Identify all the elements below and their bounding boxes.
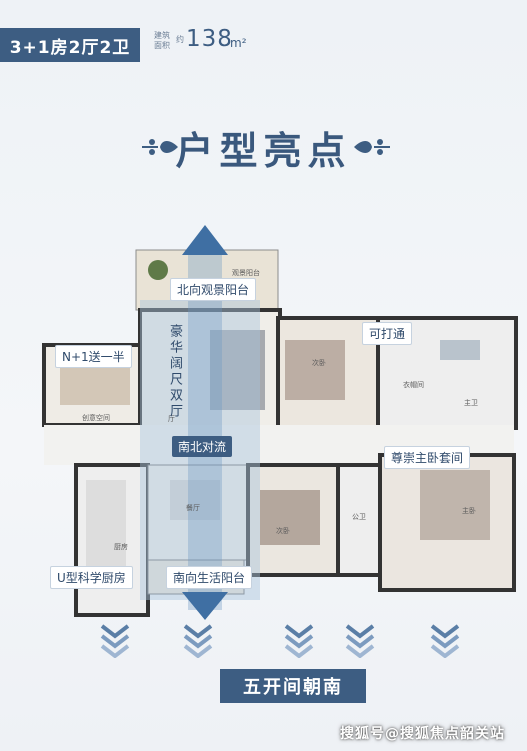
area-label: 建筑面积 bbox=[154, 31, 170, 50]
room-public-bath: 公卫 bbox=[352, 513, 366, 521]
room-second-bed-2: 次卧 bbox=[276, 527, 290, 535]
room-master-bed: 主卧 bbox=[462, 507, 476, 515]
watermark: 搜狐号@搜狐焦点韶关站 bbox=[340, 726, 505, 742]
label-u-kitchen: U型科学厨房 bbox=[50, 566, 133, 589]
right-ornament-icon bbox=[354, 139, 390, 155]
room-second-bed-1: 次卧 bbox=[312, 359, 326, 367]
area-value: 138 bbox=[186, 26, 233, 52]
layout-tag: 3+1房2厅2卫 bbox=[0, 28, 140, 62]
page-title: 户型亮点 bbox=[175, 129, 352, 173]
label-n-plus-one: N+1送一半 bbox=[55, 345, 132, 368]
room-hall: 厅 bbox=[168, 415, 175, 423]
room-master-bath: 主卫 bbox=[464, 399, 478, 407]
chevron-down-icon bbox=[100, 624, 130, 658]
label-ns-flow: 南北对流 bbox=[172, 436, 233, 457]
room-dining: 餐厅 bbox=[186, 504, 200, 512]
label-south-balcony: 南向生活阳台 bbox=[166, 566, 253, 589]
chevron-down-icon bbox=[183, 624, 213, 658]
room-kitchen: 厨房 bbox=[114, 543, 128, 551]
label-open-wall: 可打通 bbox=[362, 322, 413, 345]
room-closet: 衣帽间 bbox=[403, 381, 424, 389]
five-bays-south-badge: 五开间朝南 bbox=[220, 669, 366, 703]
area-approx: 约 bbox=[176, 35, 184, 44]
chevron-down-icon bbox=[284, 624, 314, 658]
label-north-balcony: 北向观景阳台 bbox=[170, 278, 257, 301]
room-view-balcony: 观景阳台 bbox=[232, 269, 260, 277]
chevron-down-icon bbox=[430, 624, 460, 658]
label-living: 豪华阔尺双厅 bbox=[167, 324, 182, 420]
area-unit: m² bbox=[230, 36, 247, 50]
room-creative: 创意空间 bbox=[82, 414, 110, 422]
left-ornament-icon bbox=[142, 139, 178, 155]
label-master-suite: 尊崇主卧套间 bbox=[384, 446, 471, 469]
chevron-down-icon bbox=[345, 624, 375, 658]
